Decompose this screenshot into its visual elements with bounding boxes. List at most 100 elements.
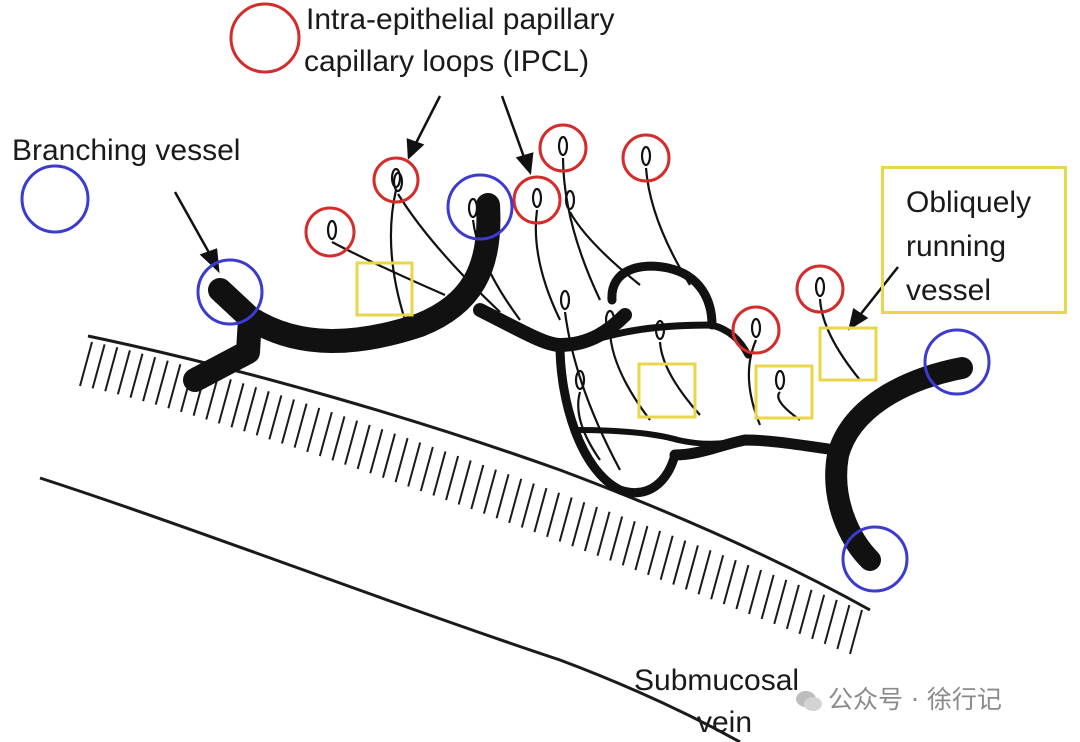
branching-marker bbox=[446, 173, 514, 241]
branching-marker bbox=[923, 328, 991, 396]
hatch-line bbox=[79, 341, 93, 387]
oblique-marker bbox=[637, 362, 697, 419]
hatch-line bbox=[167, 363, 182, 409]
ipcl-marker bbox=[621, 133, 671, 183]
hatch-line bbox=[445, 455, 460, 501]
capillary-loop bbox=[559, 289, 571, 311]
hatch-line bbox=[369, 429, 384, 474]
capillary-line bbox=[777, 391, 801, 421]
capillary-line bbox=[397, 193, 501, 313]
ipcl-markers bbox=[229, 2, 845, 355]
hatch-line bbox=[760, 574, 775, 620]
submucosal-label-line2: vein bbox=[697, 706, 753, 739]
capillary-line bbox=[331, 241, 446, 297]
ipcl-marker bbox=[372, 156, 420, 204]
vessel-ring-top bbox=[607, 261, 717, 330]
hatch-line bbox=[230, 383, 245, 428]
capillary-loop bbox=[750, 317, 762, 339]
vessel-right-link bbox=[669, 434, 841, 461]
ipcl-marker bbox=[795, 264, 845, 314]
capillary-loop bbox=[640, 145, 652, 167]
capillary-loop bbox=[774, 369, 786, 391]
hatch-line bbox=[217, 379, 232, 424]
hatch-line bbox=[520, 483, 535, 528]
hatch-line bbox=[823, 599, 838, 645]
branching-vessel bbox=[183, 193, 973, 571]
capillary-line bbox=[471, 219, 521, 321]
hatch-line bbox=[205, 375, 220, 420]
hatch-line bbox=[407, 442, 422, 487]
hatch-line bbox=[785, 584, 800, 630]
hatch-line bbox=[748, 569, 762, 615]
wechat-icon bbox=[796, 691, 822, 711]
hatch-line bbox=[470, 464, 485, 510]
hatch-line bbox=[508, 478, 523, 524]
vessel-main-trunk bbox=[208, 193, 501, 353]
hatch-line bbox=[116, 350, 131, 395]
hatch-line bbox=[129, 353, 144, 398]
capillary-line bbox=[563, 311, 621, 471]
capillary-line bbox=[608, 331, 651, 421]
capillary-loop bbox=[390, 167, 402, 189]
hatch-line bbox=[596, 511, 611, 556]
branching-vessel-label: Branching vessel bbox=[12, 134, 241, 167]
arrowhead-ipcl-left bbox=[406, 138, 425, 160]
hatch-line bbox=[571, 501, 586, 547]
ipcl-label-line2: capillary loops (IPCL) bbox=[304, 45, 590, 78]
capillary-loop bbox=[557, 135, 569, 157]
watermark: 公众号 · 徐行记 bbox=[790, 680, 1002, 716]
hatch-line bbox=[533, 487, 548, 533]
hatch-line bbox=[154, 360, 169, 405]
hatch-line bbox=[306, 407, 321, 453]
hatch-line bbox=[268, 395, 283, 440]
hatch-line bbox=[331, 416, 346, 461]
capillary-loop bbox=[564, 189, 576, 211]
vessel-right-arc bbox=[825, 357, 973, 571]
hatch-line bbox=[609, 516, 624, 561]
hatch-line bbox=[798, 589, 813, 635]
capillary-line bbox=[534, 209, 561, 321]
oblique-label-line2: running bbox=[906, 230, 1007, 263]
hatch-line bbox=[558, 497, 573, 542]
capillary-loop bbox=[814, 276, 826, 298]
hatch-line bbox=[91, 344, 106, 389]
branching-marker bbox=[196, 258, 264, 326]
capillary-line bbox=[577, 391, 601, 461]
arrowhead-oblique bbox=[848, 307, 869, 331]
hatch-line bbox=[281, 399, 295, 444]
capillary-line bbox=[658, 341, 701, 416]
hatch-line bbox=[659, 535, 674, 580]
hatch-line bbox=[318, 411, 333, 457]
vein-lower-wall bbox=[39, 476, 741, 742]
oblique-marker bbox=[355, 261, 414, 317]
ipcl-marker bbox=[512, 175, 562, 225]
arrowhead-ipcl-right bbox=[515, 152, 534, 175]
capillary-line bbox=[818, 298, 861, 381]
hatch-line bbox=[634, 525, 649, 571]
oblique-markers bbox=[355, 261, 878, 420]
capillary-loop bbox=[654, 319, 666, 341]
capillary-line bbox=[389, 189, 407, 321]
hatch-line bbox=[255, 391, 270, 436]
hatch-line bbox=[684, 545, 699, 590]
hatch-line bbox=[672, 540, 687, 585]
oblique-legend-box bbox=[881, 166, 1067, 314]
oblique-marker bbox=[818, 326, 878, 382]
hatch-line bbox=[243, 387, 258, 432]
hatch-line bbox=[735, 564, 750, 610]
arrow-oblique bbox=[859, 266, 899, 316]
hatch-line bbox=[546, 492, 561, 538]
capillary-loop bbox=[604, 309, 616, 331]
ipcl-marker bbox=[538, 123, 588, 173]
hatch-line bbox=[722, 559, 737, 605]
capillary-loop bbox=[326, 219, 338, 241]
hatch-line bbox=[621, 521, 636, 566]
vessel-ring-left bbox=[555, 340, 680, 498]
branching-legend-circle bbox=[20, 164, 90, 234]
hatch-line bbox=[142, 356, 157, 402]
hatch-line bbox=[811, 594, 826, 640]
hatch-line bbox=[419, 446, 434, 492]
hatch-line bbox=[836, 604, 851, 650]
oblique-label-line1: Obliquely bbox=[906, 186, 1032, 219]
